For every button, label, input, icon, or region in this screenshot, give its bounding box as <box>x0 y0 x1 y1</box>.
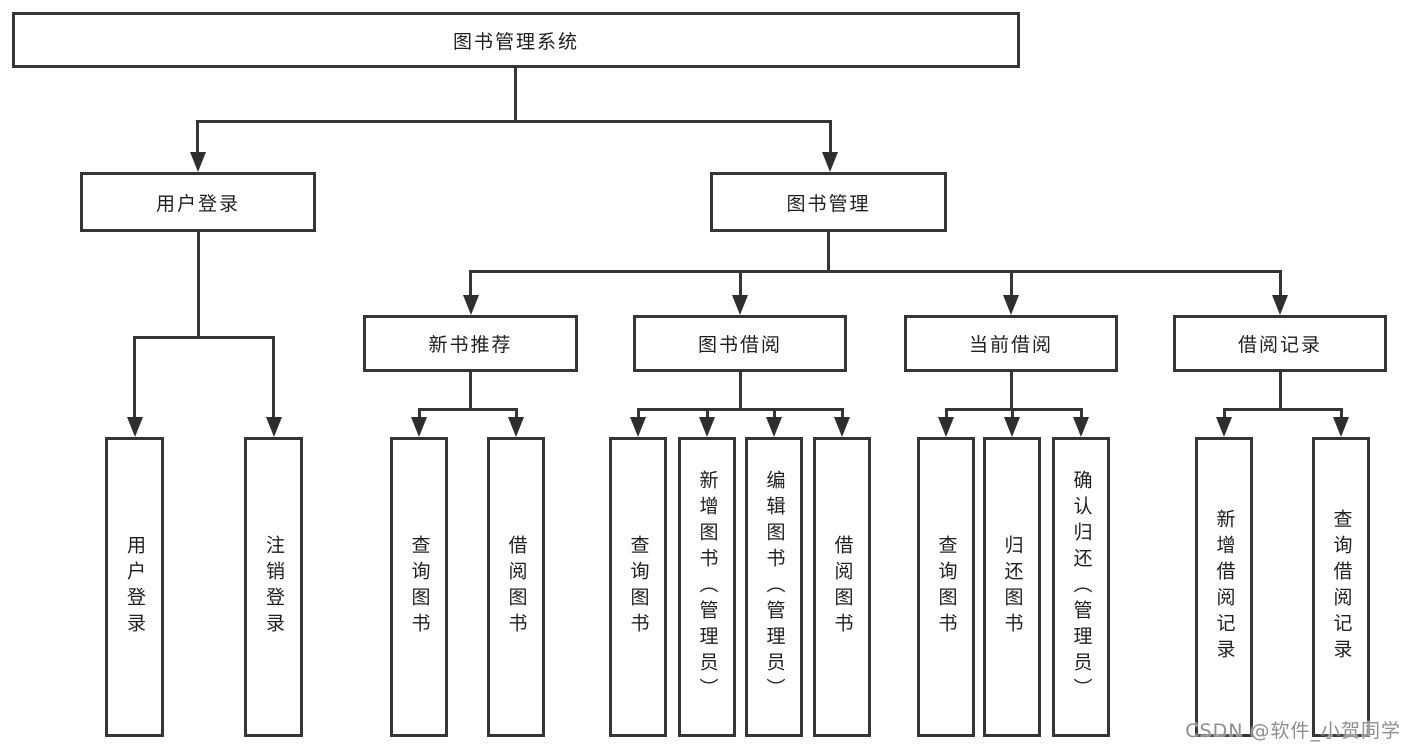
connector-hline <box>1223 408 1343 411</box>
node-label: 用户登录 <box>124 535 146 639</box>
connector-vline <box>1223 408 1226 419</box>
connector-vline <box>196 120 199 154</box>
node-new-book-recommend: 新书推荐 <box>363 315 578 372</box>
connector-vline <box>706 408 709 419</box>
node-label: 注销登录 <box>263 535 285 639</box>
node-label: 借阅图书 <box>505 535 528 639</box>
connector-vline <box>1010 270 1013 295</box>
node-label: 查询图书 <box>627 535 650 639</box>
leaf-query-borrow-record: 查询借阅记录 <box>1312 437 1370 737</box>
node-label: 新增借阅记录 <box>1213 509 1236 665</box>
connector-vline <box>773 408 776 419</box>
leaf-confirm-return-admin: 确认归还（管理员） <box>1052 437 1110 737</box>
connector-vline <box>829 120 832 154</box>
node-borrowing-records: 借阅记录 <box>1173 315 1387 372</box>
leaf-add-borrow-record: 新增借阅记录 <box>1195 437 1253 737</box>
connector-vline <box>514 68 517 120</box>
node-label: 确认归还（管理员） <box>1070 470 1093 704</box>
node-label: 查询图书 <box>935 535 958 639</box>
connector-vline <box>1080 408 1083 419</box>
leaf-query-books-recommend: 查询图书 <box>390 437 448 737</box>
connector-hline <box>469 270 1282 273</box>
arrow-down-icon <box>463 295 479 315</box>
node-label: 编辑图书（管理员） <box>763 470 786 704</box>
arrow-down-icon <box>1073 417 1089 437</box>
connector-vline <box>1279 270 1282 295</box>
connector-vline <box>1010 372 1013 408</box>
connector-vline <box>515 408 518 419</box>
node-label: 借阅图书 <box>831 535 854 639</box>
connector-hline <box>945 408 1083 411</box>
node-user-login: 用户登录 <box>80 172 316 232</box>
connector-vline <box>1279 372 1282 408</box>
connector-vline <box>739 270 742 295</box>
arrow-down-icon <box>1333 417 1349 437</box>
arrow-down-icon <box>1216 417 1232 437</box>
connector-vline <box>418 408 421 419</box>
connector-vline <box>637 408 640 419</box>
connector-vline <box>469 372 472 408</box>
leaf-borrow-books-borrowing: 借阅图书 <box>813 437 871 737</box>
arrow-down-icon <box>834 417 850 437</box>
arrow-down-icon <box>699 417 715 437</box>
connector-vline <box>827 232 830 270</box>
node-label: 图书借阅 <box>697 334 782 356</box>
arrow-down-icon <box>630 417 646 437</box>
arrow-down-icon <box>190 152 206 172</box>
node-label: 当前借阅 <box>968 334 1053 356</box>
node-label: 借阅记录 <box>1237 334 1322 356</box>
arrow-down-icon <box>1272 295 1288 315</box>
connector-vline <box>739 372 742 408</box>
leaf-return-book: 归还图书 <box>983 437 1041 737</box>
node-label: 用户登录 <box>155 192 240 215</box>
node-label: 查询图书 <box>408 535 431 639</box>
leaf-query-books-current: 查询图书 <box>917 437 975 737</box>
arrow-down-icon <box>766 417 782 437</box>
node-label: 图书管理系统 <box>452 30 579 53</box>
arrow-down-icon <box>1004 417 1020 437</box>
arrow-down-icon <box>938 417 954 437</box>
node-label: 查询借阅记录 <box>1330 509 1353 665</box>
connector-vline <box>133 336 136 417</box>
arrow-down-icon <box>127 417 143 437</box>
leaf-add-book-admin: 新增图书（管理员） <box>678 437 736 737</box>
connector-vline <box>1011 408 1014 419</box>
node-label: 新书推荐 <box>428 334 513 356</box>
arrow-down-icon <box>266 417 282 437</box>
arrow-down-icon <box>822 152 838 172</box>
arrow-down-icon <box>1003 295 1019 315</box>
node-current-borrowing: 当前借阅 <box>904 315 1118 372</box>
leaf-edit-book-admin: 编辑图书（管理员） <box>745 437 803 737</box>
connector-vline <box>197 232 200 336</box>
node-book-borrowing: 图书借阅 <box>633 315 847 372</box>
node-library-management-system: 图书管理系统 <box>12 12 1020 68</box>
arrow-down-icon <box>508 417 524 437</box>
leaf-user-login: 用户登录 <box>105 437 164 737</box>
arrow-down-icon <box>732 295 748 315</box>
arrow-down-icon <box>411 417 427 437</box>
connector-vline <box>841 408 844 419</box>
connector-vline <box>272 336 275 417</box>
connector-hline <box>133 336 275 339</box>
connector-vline <box>1340 408 1343 419</box>
leaf-borrow-books-recommend: 借阅图书 <box>487 437 545 737</box>
node-label: 新增图书（管理员） <box>696 470 719 704</box>
leaf-query-books-borrowing: 查询图书 <box>609 437 667 737</box>
connector-hline <box>418 408 518 411</box>
connector-vline <box>469 270 472 295</box>
node-book-management: 图书管理 <box>710 172 947 232</box>
connector-vline <box>945 408 948 419</box>
leaf-logout-login: 注销登录 <box>244 437 303 737</box>
csdn-watermark: CSDN @软件_小贺同学 <box>1185 720 1401 742</box>
connector-hline <box>196 120 832 123</box>
node-label: 图书管理 <box>786 192 871 215</box>
connector-hline <box>637 408 844 411</box>
node-label: 归还图书 <box>1001 535 1024 639</box>
